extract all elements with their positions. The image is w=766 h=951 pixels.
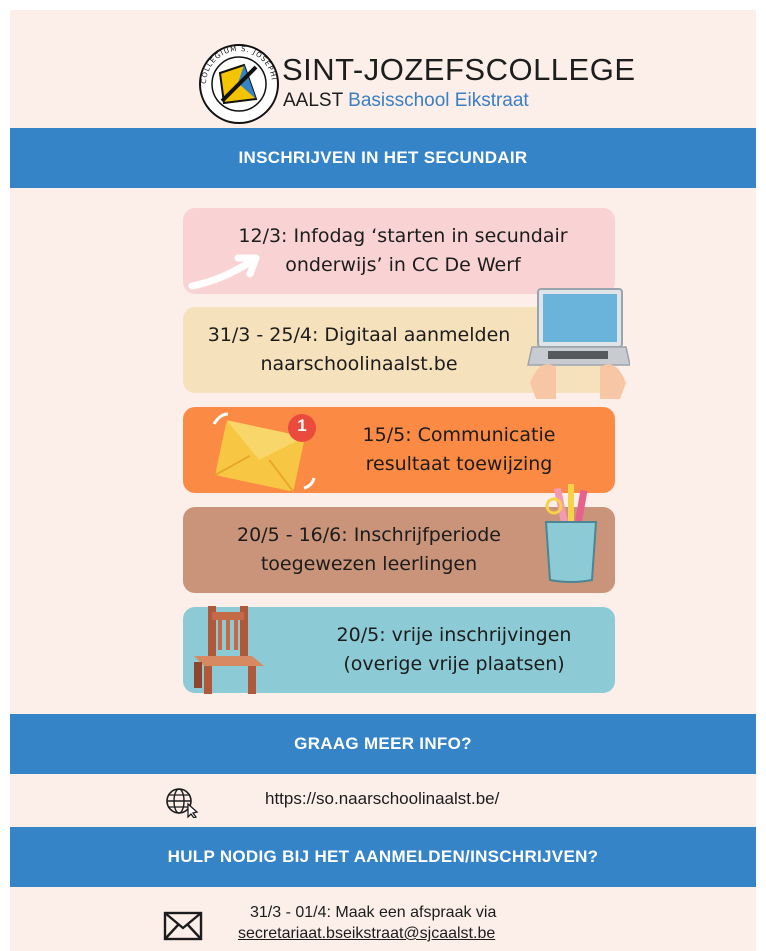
school-name: SINT-JOZEFSCOLLEGE [282, 52, 636, 87]
card-line: 20/5: vrije inschrijvingen [336, 624, 572, 646]
chair-icon [194, 606, 264, 694]
envelope-notification-icon [212, 412, 316, 493]
card-line: 12/3: Infodag ‘starten in secundair [238, 225, 568, 247]
card-line: 31/3 - 25/4: Digitaal aanmelden [207, 324, 511, 346]
card-line: naarschoolinaalst.be [260, 353, 458, 375]
email-link[interactable]: secretariaat.bseikstraat@sjcaalst.be [238, 925, 496, 942]
card-line: (overige vrije plaatsen) [343, 653, 565, 675]
website-link[interactable]: https://so.naarschoolinaalst.be/ [265, 789, 500, 808]
school-branch: Basisschool Eikstraat [348, 90, 529, 111]
timeline-card-inschrijfperiode: 20/5 - 16/6: Inschrijfperiode toegewezen… [183, 507, 615, 593]
section-help-title: HULP NODIG BIJ HET AANMELDEN/INSCHRIJVEN… [10, 827, 756, 887]
card-line: 20/5 - 16/6: Inschrijfperiode [236, 524, 501, 546]
school-city: AALST [283, 90, 343, 111]
school-subtitle: AALST Basisschool Eikstraat [283, 90, 529, 112]
section-info-title: GRAAG MEER INFO? [10, 714, 756, 774]
website-row: https://so.naarschoolinaalst.be/ [10, 774, 756, 827]
laptop-icon [527, 288, 630, 399]
flyer-page: COLLEGIUM S. JOSEPHI SINT-JOZEFSCOLLEGE … [10, 10, 756, 951]
card-line: onderwijs’ in CC De Werf [285, 254, 521, 276]
arrow-icon [188, 254, 260, 290]
email-row: 31/3 - 01/4: Maak een afspraak via secre… [10, 887, 756, 951]
globe-icon [166, 788, 199, 818]
section-enroll-title: INSCHRIJVEN IN HET SECUNDAIR [10, 128, 756, 188]
timeline-card-infodag: 12/3: Infodag ‘starten in secundair onde… [183, 208, 615, 294]
card-line: 15/5: Communicatie [362, 424, 556, 446]
school-logo: COLLEGIUM S. JOSEPHI [198, 43, 280, 125]
card-line: toegewezen leerlingen [260, 553, 478, 575]
timeline-card-vrije-inschrijvingen: 20/5: vrije inschrijvingen (overige vrij… [183, 607, 615, 693]
appointment-text: 31/3 - 01/4: Maak een afspraak via [250, 904, 497, 921]
mail-icon [163, 911, 203, 941]
notification-badge: 1 [297, 416, 307, 435]
card-line: resultaat toewijzing [365, 453, 553, 475]
pencil-cup-icon [544, 484, 598, 583]
